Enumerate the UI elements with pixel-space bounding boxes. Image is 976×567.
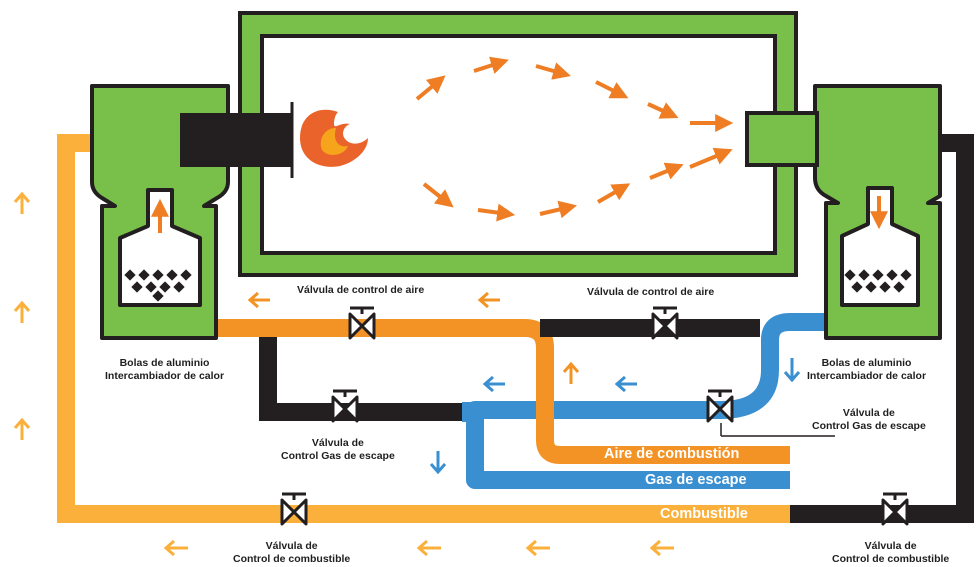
valve-fuel-left-label: Válvula de Control de combustible [233,540,350,566]
legend-fuel-label: Combustible [660,506,748,522]
gas-flow-arrows [429,358,801,475]
right-exhaust-port [745,111,819,167]
valve-icon [280,492,308,526]
fuel-flow-arrows [13,191,674,557]
exchanger-right-line2: Intercambiador de calor [807,370,927,382]
valve-icon [348,306,376,340]
legend-gas-label: Gas de escape [645,472,747,488]
furnace-flow-arrows [415,56,734,222]
exchanger-right-label: Bolas de aluminio Intercambiador de calo… [807,357,926,383]
flame-icon [300,109,368,167]
valve-gas-right-line2: Control Gas de escape [812,420,926,432]
valve-fuel-right-label: Válvula de Control de combustible [832,540,949,566]
exchanger-right-line1: Bolas de aluminio [821,357,912,369]
valve-icon [706,389,734,423]
valve-fuel-right-line1: Válvula de [864,540,917,552]
valve-fuel-right-line2: Control de combustible [832,553,950,565]
valve-gas-left-line2: Control Gas de escape [281,450,395,462]
legend-air-label: Aire de combustión [604,446,740,462]
left-black-pipe [259,332,465,421]
valve-icon [881,492,909,526]
left-burner-nozzle [180,113,292,167]
fuel-pipe [57,134,974,523]
valve-air-right-label: Válvula de control de aire [587,286,715,298]
aluminum-balls-icon [124,269,192,302]
valve-icon [331,389,359,423]
valve-fuel-left-line1: Válvula de [265,540,318,552]
air-pipe [205,319,790,464]
exchanger-left-line1: Bolas de aluminio [119,357,210,369]
valve-gas-left-line1: Válvula de [311,437,364,449]
valve-icon [651,306,679,340]
valve-gas-left-label: Válvula de Control Gas de escape [281,437,395,463]
valve-gas-right-label: Válvula de Control Gas de escape [812,407,926,433]
valve-gas-right-line1: Válvula de [842,407,895,419]
valve-air-left-label: Válvula de control de aire [297,284,425,296]
aluminum-balls-icon [844,269,912,293]
exchanger-left-line2: Intercambiador de calor [105,370,225,382]
valve-fuel-left-line2: Control de combustible [233,553,351,565]
exchanger-left-label: Bolas de aluminio Intercambiador de calo… [105,357,224,383]
air-flow-arrows [247,291,580,384]
